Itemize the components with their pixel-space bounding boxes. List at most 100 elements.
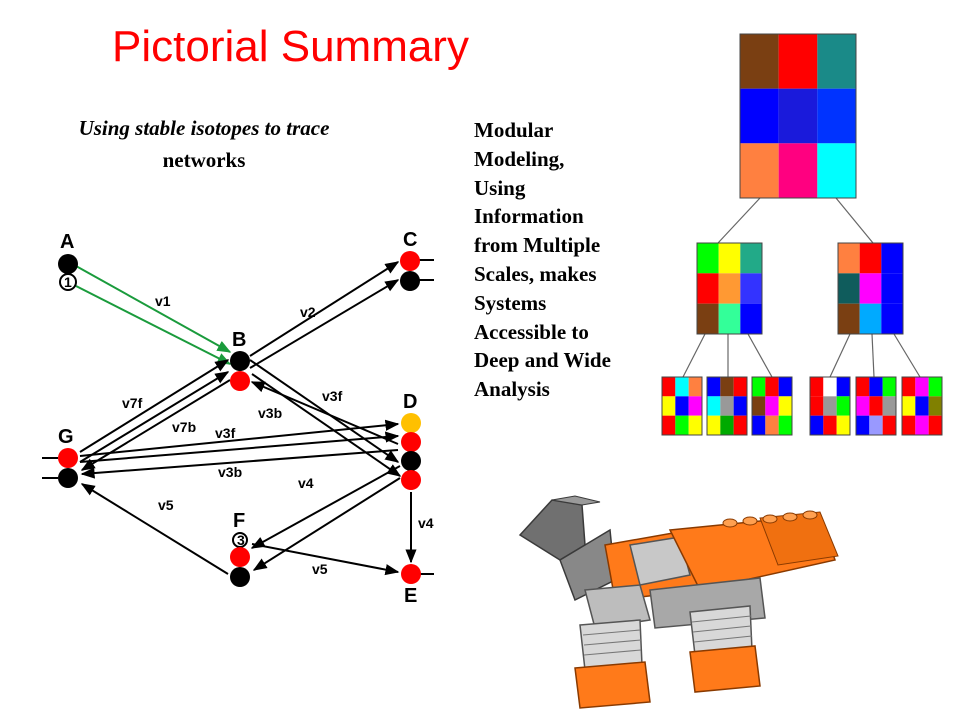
edge-label-v4-left: v4 (298, 475, 314, 491)
node-f-red (230, 547, 250, 567)
puzzle-piece (882, 415, 896, 435)
puzzle-small-grid (855, 376, 897, 436)
modular-line: Analysis (474, 377, 550, 402)
edge-label-v3b-right: v3b (258, 405, 282, 421)
marker-1-label: 1 (64, 274, 72, 290)
node-label-e: E (404, 585, 417, 607)
edge-label-v7b: v7b (172, 419, 196, 435)
puzzle-piece (675, 377, 689, 397)
modular-line: Deep and Wide (474, 348, 611, 373)
puzzle-piece (752, 415, 766, 435)
node-e-red (401, 564, 421, 584)
node-c-black (400, 271, 420, 291)
edge-label-v5-left: v5 (158, 497, 174, 513)
modular-line: Accessible to (474, 319, 589, 344)
diagram-subtitle: Using stable isotopes to trace networks (24, 112, 384, 176)
puzzle-piece (817, 88, 856, 144)
puzzle-piece (856, 415, 870, 435)
puzzle-piece (869, 377, 883, 397)
puzzle-piece (740, 273, 762, 304)
tree-line (835, 197, 874, 244)
puzzle-border (837, 242, 904, 335)
modular-modeling-text: Modular Modeling, Using Information from… (474, 116, 611, 404)
leg-stripe (582, 629, 641, 636)
puzzle-piece (675, 415, 689, 435)
puzzle-piece (810, 415, 824, 435)
puzzle-piece (697, 303, 719, 334)
puzzle-piece (778, 415, 792, 435)
puzzle-small-grid (901, 376, 943, 436)
puzzle-piece (838, 273, 860, 304)
node-g-black (58, 468, 78, 488)
puzzle-piece (823, 377, 837, 397)
node-b-red (230, 371, 250, 391)
leg-stripe (692, 625, 752, 633)
leg-stripe (583, 639, 642, 646)
node-d-yellow (401, 413, 421, 433)
modular-line: Systems (474, 290, 547, 315)
edge-v5-left (80, 483, 229, 575)
tree-line (893, 333, 921, 378)
puzzle-piece (836, 415, 850, 435)
puzzle-piece (720, 415, 734, 435)
puzzle-piece (838, 243, 860, 274)
puzzle-piece (859, 243, 882, 274)
puzzle-piece (882, 377, 896, 397)
puzzle-piece (902, 396, 916, 416)
puzzle-piece (707, 415, 721, 435)
puzzle-border (739, 33, 857, 199)
puzzle-piece (662, 415, 676, 435)
puzzle-piece (740, 303, 762, 334)
puzzle-piece (740, 34, 779, 89)
puzzle-piece (881, 303, 903, 334)
node-a-marker (59, 273, 77, 291)
puzzle-piece (915, 396, 929, 416)
puzzle-piece (882, 396, 896, 416)
edge-label-v4-right: v4 (418, 515, 434, 531)
puzzle-piece (662, 377, 676, 397)
puzzle-piece (928, 377, 942, 397)
lego-stud (802, 510, 818, 520)
puzzle-small-grid (809, 376, 851, 436)
node-g-red (58, 448, 78, 468)
modular-line: Using (474, 175, 526, 200)
puzzle-mid-right-grid (837, 242, 904, 335)
puzzle-piece (823, 396, 837, 416)
modular-line: from Multiple (474, 233, 601, 258)
leg-stripe (693, 635, 753, 643)
edge-v4-left (250, 465, 401, 549)
puzzle-small-grid (706, 376, 748, 436)
modular-line: Modular (474, 118, 554, 142)
puzzle-small-grid (751, 376, 793, 436)
puzzle-piece (881, 273, 903, 304)
puzzle-piece (869, 396, 883, 416)
node-label-a: A (60, 231, 74, 253)
edge-v7f-b (79, 371, 230, 463)
puzzle-piece (688, 396, 702, 416)
puzzle-small-grid (661, 376, 703, 436)
subtitle-line-1: Using stable isotopes to trace (78, 116, 330, 140)
edge-label-v5-right: v5 (312, 561, 328, 577)
tree-line (682, 333, 706, 378)
node-d-red-1 (401, 432, 421, 452)
puzzle-piece (740, 88, 779, 144)
puzzle-small-grids (661, 376, 943, 436)
tree-line (871, 333, 875, 378)
puzzle-piece (720, 396, 734, 416)
node-d-red-2 (401, 470, 421, 490)
subtitle-line-2: networks (162, 148, 246, 172)
lego-stud (722, 518, 738, 528)
puzzle-piece (856, 396, 870, 416)
node-b-black (230, 351, 250, 371)
node-f-black (230, 567, 250, 587)
edge-v2-b (249, 279, 400, 369)
puzzle-piece (765, 377, 779, 397)
puzzle-piece (817, 34, 856, 89)
puzzle-piece (810, 396, 824, 416)
puzzle-piece (720, 377, 734, 397)
edge-v4-left-b (252, 477, 401, 571)
edge-label-v3f-right: v3f (322, 388, 343, 404)
puzzle-piece (688, 377, 702, 397)
